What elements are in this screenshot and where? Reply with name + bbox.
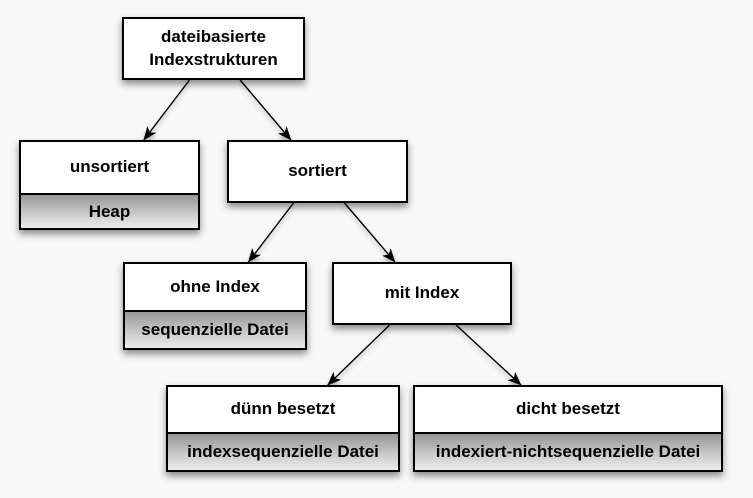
node-label: dünn besetzt xyxy=(230,399,336,419)
connector-arrow xyxy=(247,202,295,263)
node-label: unsortiert xyxy=(69,157,150,177)
tree-node-mit-index: mit Index xyxy=(332,262,512,325)
connector-arrow xyxy=(239,79,292,141)
node-label: dicht besetzt xyxy=(516,399,620,419)
connector-arrow xyxy=(327,324,391,386)
tree-node-ohne-index: ohne Index sequenzielle Datei xyxy=(123,262,307,350)
connector-arrow xyxy=(455,324,522,386)
node-label: ohne Index xyxy=(170,276,260,296)
tree-node-dateibasierte-indexstrukturen: dateibasierte Indexstrukturen xyxy=(122,17,305,80)
tree-node-duenn-besetzt: dünn besetzt indexsequenzielle Datei xyxy=(166,385,400,472)
connector-arrow xyxy=(343,202,396,263)
tree-node-unsortiert: unsortiert Heap xyxy=(19,140,200,230)
node-label: dateibasierte Indexstrukturen xyxy=(149,27,278,69)
node-label: sortiert xyxy=(288,161,347,181)
node-sublabel: Heap xyxy=(21,193,198,228)
node-sublabel: sequenzielle Datei xyxy=(125,310,305,348)
node-label: mit Index xyxy=(384,283,460,303)
node-sublabel: indexiert-nichtsequenzielle Datei xyxy=(415,432,721,470)
tree-node-sortiert: sortiert xyxy=(227,140,408,203)
node-sublabel: indexsequenzielle Datei xyxy=(168,432,398,470)
tree-node-dicht-besetzt: dicht besetzt indexiert-nichtsequenziell… xyxy=(413,385,723,472)
connector-arrow xyxy=(143,79,191,141)
